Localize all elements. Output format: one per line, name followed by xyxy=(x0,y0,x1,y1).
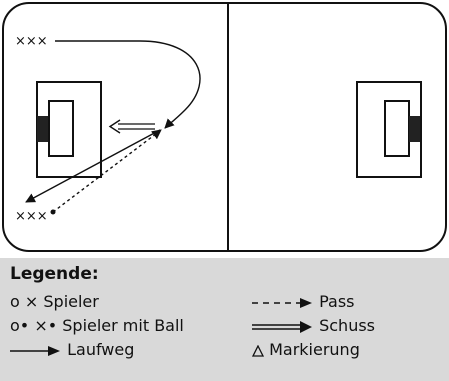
right-penalty-area xyxy=(356,81,422,178)
player-symbol-icon: o × xyxy=(10,292,39,311)
shot-arrowhead xyxy=(108,119,121,134)
legend-item-spieler-mit-ball: o• ×• Spieler mit Ball xyxy=(10,316,184,335)
legend-item-spieler: o × Spieler xyxy=(10,292,99,311)
legend-item-schuss: Schuss xyxy=(252,316,375,335)
players-top: ××× xyxy=(15,34,48,49)
field-outline xyxy=(2,2,447,252)
legend: Legende: o × Spieler o• ×• Spieler mit B… xyxy=(0,258,449,381)
ball-dot xyxy=(50,209,56,215)
right-goal xyxy=(409,116,420,142)
legend-item-markierung: Markierung xyxy=(252,340,360,359)
left-goal xyxy=(37,116,48,142)
run-arrow-icon xyxy=(10,345,60,356)
legend-label-schuss: Schuss xyxy=(319,316,375,335)
triangle-icon xyxy=(252,344,264,357)
legend-label-laufweg: Laufweg xyxy=(67,340,135,359)
legend-item-laufweg: Laufweg xyxy=(10,340,134,359)
legend-label-spieler-mit-ball: Spieler mit Ball xyxy=(62,316,184,335)
legend-label-spieler: Spieler xyxy=(43,292,99,311)
legend-item-pass: Pass xyxy=(252,292,355,311)
legend-title: Legende: xyxy=(10,264,99,284)
shot-arrow-icon xyxy=(252,320,312,333)
legend-label-markierung: Markierung xyxy=(269,340,360,359)
run-path-bottom xyxy=(25,129,161,203)
run-path-top xyxy=(55,40,201,129)
legend-label-pass: Pass xyxy=(319,292,355,311)
pass-arrow-icon xyxy=(252,297,312,308)
right-goal-area xyxy=(384,100,410,157)
left-goal-area xyxy=(48,100,74,157)
pass-arrow xyxy=(52,129,162,213)
player-with-ball-symbol-icon: o• ×• xyxy=(10,316,58,335)
field-diagram: ××× ××× xyxy=(2,2,447,252)
players-bottom: ××× xyxy=(15,209,48,224)
